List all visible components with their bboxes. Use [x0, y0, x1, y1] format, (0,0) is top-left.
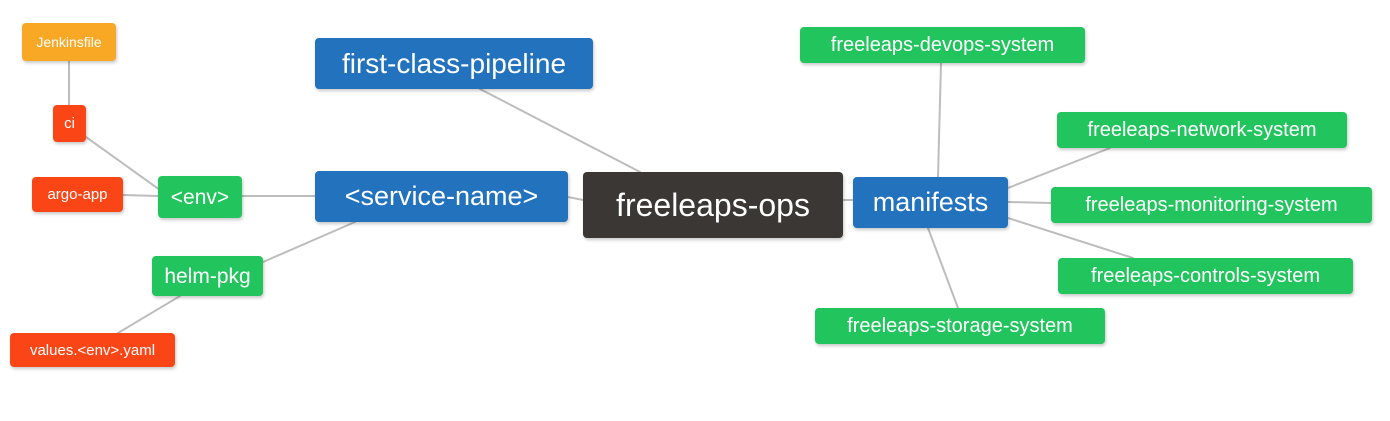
edge-manifests-to-freeleaps-controls-system: [1007, 217, 1134, 259]
edge-first-class-pipeline-to-freeleaps-ops: [479, 88, 641, 173]
node-freeleaps-monitoring-system[interactable]: freeleaps-monitoring-system: [1051, 187, 1372, 223]
node-label-freeleaps-network-system: freeleaps-network-system: [1087, 119, 1317, 141]
node-label-freeleaps-controls-system: freeleaps-controls-system: [1091, 265, 1320, 287]
node-label-jenkinsfile: Jenkinsfile: [36, 34, 102, 50]
edge-argo-app-to-env: [122, 194, 159, 197]
node-freeleaps-network-system[interactable]: freeleaps-network-system: [1057, 112, 1347, 148]
node-label-ci: ci: [64, 115, 75, 132]
node-label-values-env-yaml: values.<env>.yaml: [29, 341, 156, 359]
node-label-freeleaps-monitoring-system: freeleaps-monitoring-system: [1085, 194, 1338, 216]
node-helm-pkg[interactable]: helm-pkg: [152, 256, 263, 296]
node-label-freeleaps-devops-system: freeleaps-devops-system: [830, 34, 1055, 56]
node-argo-app[interactable]: argo-app: [32, 177, 123, 212]
node-label-helm-pkg: helm-pkg: [164, 264, 251, 288]
node-freeleaps-ops[interactable]: freeleaps-ops: [583, 172, 843, 238]
node-label-manifests: manifests: [872, 187, 989, 217]
edge-manifests-to-freeleaps-monitoring-system: [1007, 201, 1052, 204]
edge-manifests-to-freeleaps-storage-system: [927, 227, 959, 309]
node-manifests[interactable]: manifests: [853, 177, 1008, 228]
node-freeleaps-controls-system[interactable]: freeleaps-controls-system: [1058, 258, 1353, 294]
edge-manifests-to-freeleaps-network-system: [1007, 147, 1111, 189]
node-label-freeleaps-ops: freeleaps-ops: [616, 187, 810, 223]
node-label-argo-app: argo-app: [47, 186, 108, 203]
node-label-freeleaps-storage-system: freeleaps-storage-system: [847, 315, 1073, 337]
node-freeleaps-devops-system[interactable]: freeleaps-devops-system: [800, 27, 1085, 63]
node-ci[interactable]: ci: [53, 105, 86, 142]
edge-manifests-to-freeleaps-devops-system: [937, 62, 942, 178]
node-first-class-pipeline[interactable]: first-class-pipeline: [315, 38, 593, 89]
node-label-first-class-pipeline: first-class-pipeline: [341, 47, 567, 79]
node-values-env-yaml[interactable]: values.<env>.yaml: [10, 333, 175, 367]
edge-helm-pkg-to-values-env-yaml: [117, 295, 181, 334]
node-freeleaps-storage-system[interactable]: freeleaps-storage-system: [815, 308, 1105, 344]
node-env[interactable]: <env>: [158, 176, 242, 218]
node-jenkinsfile[interactable]: Jenkinsfile: [22, 23, 116, 61]
node-service-name[interactable]: <service-name>: [315, 171, 568, 222]
node-label-service-name: <service-name>: [344, 181, 539, 211]
node-label-env: <env>: [170, 185, 230, 209]
edge-service-name-to-helm-pkg: [262, 221, 356, 263]
edge-service-name-to-freeleaps-ops: [567, 196, 584, 201]
